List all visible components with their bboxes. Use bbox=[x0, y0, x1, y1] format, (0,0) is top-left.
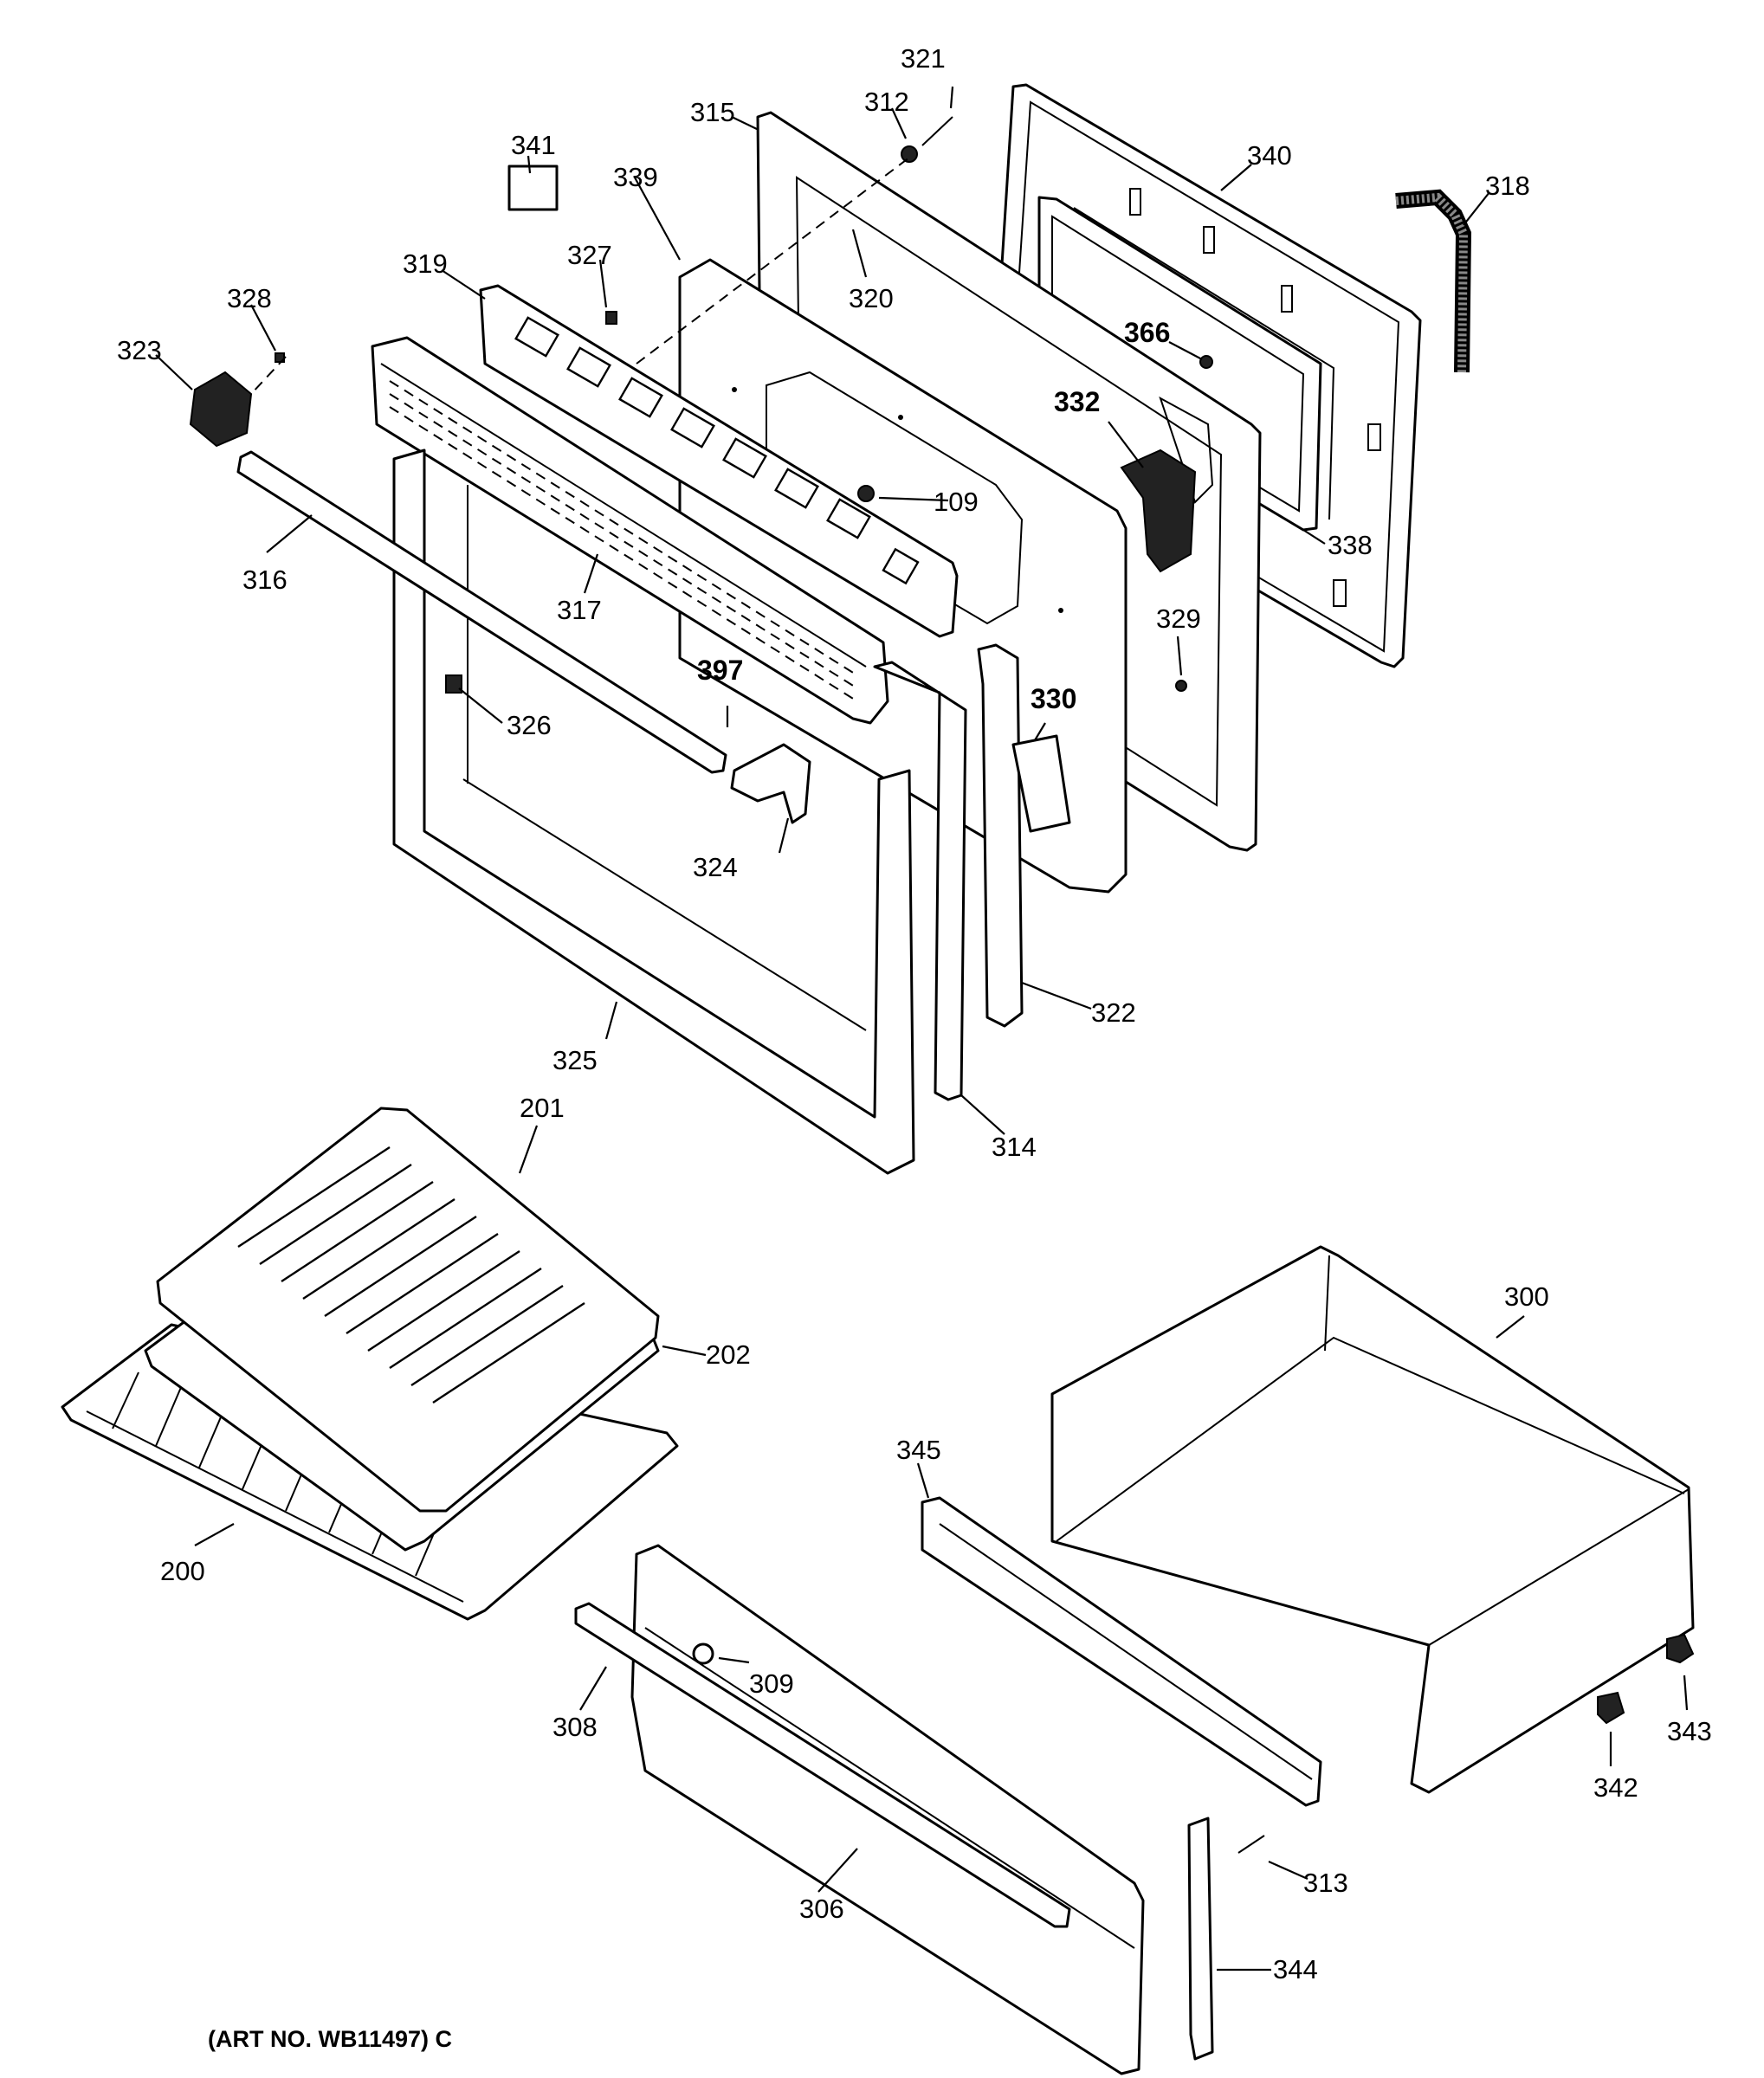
label-309: 309 bbox=[749, 1668, 794, 1699]
label-313: 313 bbox=[1303, 1868, 1348, 1898]
label-320: 320 bbox=[849, 283, 894, 313]
label-319: 319 bbox=[403, 248, 448, 279]
label-339: 339 bbox=[613, 162, 658, 192]
drawer-handle-308 bbox=[574, 1602, 1071, 1928]
label-321: 321 bbox=[901, 43, 946, 74]
label-366: 366 bbox=[1124, 317, 1170, 348]
label-338: 338 bbox=[1328, 530, 1373, 560]
label-316: 316 bbox=[242, 565, 288, 595]
broiler-grid-201 bbox=[156, 1107, 660, 1513]
clip-324 bbox=[730, 743, 811, 824]
seal-314 bbox=[873, 661, 967, 1101]
label-318: 318 bbox=[1485, 171, 1530, 201]
leader-lines bbox=[155, 86, 1689, 1972]
drawer-hardware bbox=[692, 1633, 1695, 2061]
label-314: 314 bbox=[992, 1132, 1037, 1162]
drawer-300 bbox=[1050, 1245, 1695, 1794]
label-343: 343 bbox=[1667, 1716, 1712, 1746]
small-hardware bbox=[250, 116, 1213, 694]
label-340: 340 bbox=[1247, 140, 1292, 171]
label-201: 201 bbox=[520, 1093, 565, 1123]
label-328: 328 bbox=[227, 283, 272, 313]
label-200: 200 bbox=[160, 1556, 205, 1586]
label-315: 315 bbox=[690, 97, 735, 127]
label-345: 345 bbox=[896, 1435, 941, 1465]
label-327: 327 bbox=[567, 240, 612, 270]
door-frame-325 bbox=[392, 449, 915, 1175]
label-341: 341 bbox=[511, 130, 556, 160]
label-330: 330 bbox=[1031, 683, 1076, 714]
part-labels: 321 312 315 340 318 341 339 327 319 328 … bbox=[117, 43, 1712, 1984]
label-323: 323 bbox=[117, 335, 162, 365]
label-397: 397 bbox=[697, 655, 743, 686]
label-308: 308 bbox=[552, 1712, 598, 1742]
label-326: 326 bbox=[507, 710, 552, 740]
label-325: 325 bbox=[552, 1045, 598, 1075]
label-344: 344 bbox=[1273, 1954, 1318, 1984]
label-306: 306 bbox=[799, 1894, 844, 1924]
label-312: 312 bbox=[864, 87, 909, 117]
insulation-330 bbox=[1011, 734, 1071, 833]
label-109: 109 bbox=[934, 487, 979, 517]
label-329: 329 bbox=[1156, 603, 1201, 634]
label-342: 342 bbox=[1593, 1772, 1638, 1803]
label-317: 317 bbox=[557, 595, 602, 625]
vent-trim-317 bbox=[371, 336, 889, 725]
bracket-332 bbox=[1120, 449, 1197, 573]
vent-panel-319 bbox=[479, 284, 959, 638]
label-322: 322 bbox=[1091, 997, 1136, 1028]
drawer-rail-345 bbox=[921, 1496, 1322, 1807]
art-number: (ART NO. WB11497) C bbox=[208, 2026, 452, 2052]
label-202: 202 bbox=[706, 1339, 751, 1370]
hinge-323 bbox=[189, 371, 253, 448]
label-332: 332 bbox=[1054, 386, 1100, 417]
door-handle-316 bbox=[236, 450, 727, 774]
label-300: 300 bbox=[1504, 1281, 1549, 1312]
hinge-channel-322 bbox=[977, 643, 1024, 1028]
door-gasket-318 bbox=[1395, 189, 1472, 373]
label-324: 324 bbox=[693, 852, 738, 882]
